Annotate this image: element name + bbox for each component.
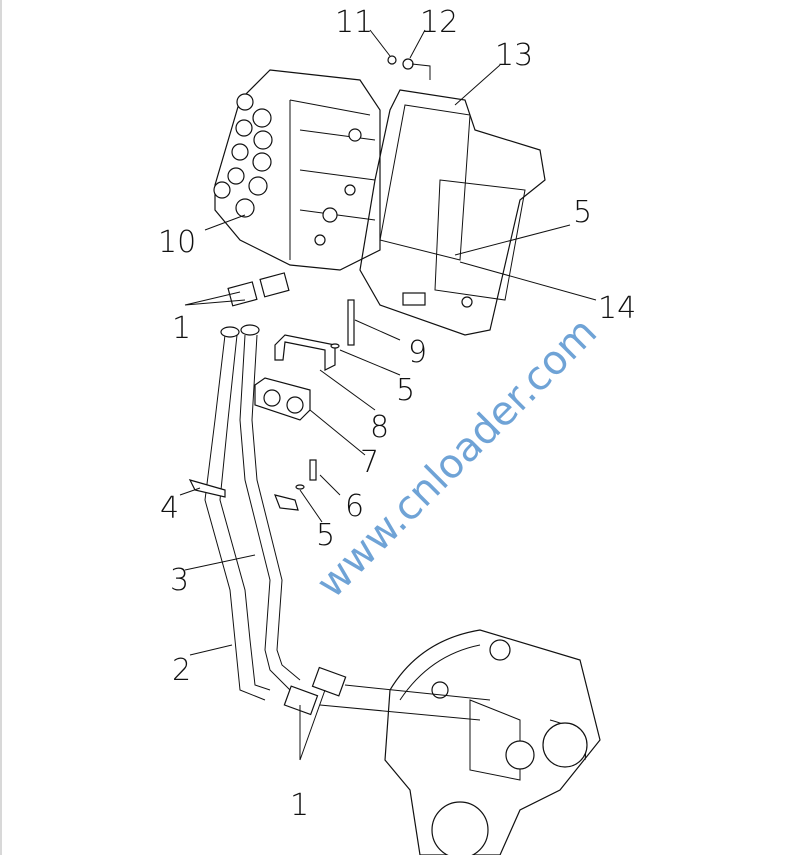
- callout-14: 14: [598, 291, 636, 326]
- callout-12: 12: [420, 5, 458, 40]
- flange-bottom: [283, 666, 491, 721]
- bolt-washer-11-12: [369, 29, 431, 80]
- callout-labels: 11 12 13 10 5 14 1 9 5 8 7 4 6 5 3 2 1: [158, 5, 636, 823]
- callout-1b: 1: [290, 788, 309, 823]
- leader-lines: [179, 64, 597, 761]
- hydraulic-pump: [384, 629, 601, 855]
- callout-7: 7: [360, 445, 379, 480]
- flange-top: [227, 272, 290, 307]
- callout-5b: 5: [396, 373, 415, 408]
- callout-6: 6: [345, 489, 364, 524]
- control-valve: [213, 69, 381, 271]
- callout-2: 2: [172, 653, 191, 688]
- callout-8: 8: [370, 410, 389, 445]
- callout-11: 11: [335, 5, 373, 40]
- clamp-assembly: [188, 299, 355, 511]
- left-border: [0, 0, 2, 855]
- callout-1a: 1: [172, 311, 191, 346]
- callout-5a: 5: [573, 195, 592, 230]
- spool-caps: [213, 93, 362, 246]
- callout-4: 4: [160, 491, 179, 526]
- callout-5c: 5: [316, 518, 335, 553]
- mounting-bracket: [359, 89, 546, 336]
- callout-9: 9: [408, 335, 427, 370]
- callout-3: 3: [170, 563, 189, 598]
- hoses: [204, 324, 301, 701]
- callout-10: 10: [158, 225, 196, 260]
- callout-13: 13: [495, 38, 533, 73]
